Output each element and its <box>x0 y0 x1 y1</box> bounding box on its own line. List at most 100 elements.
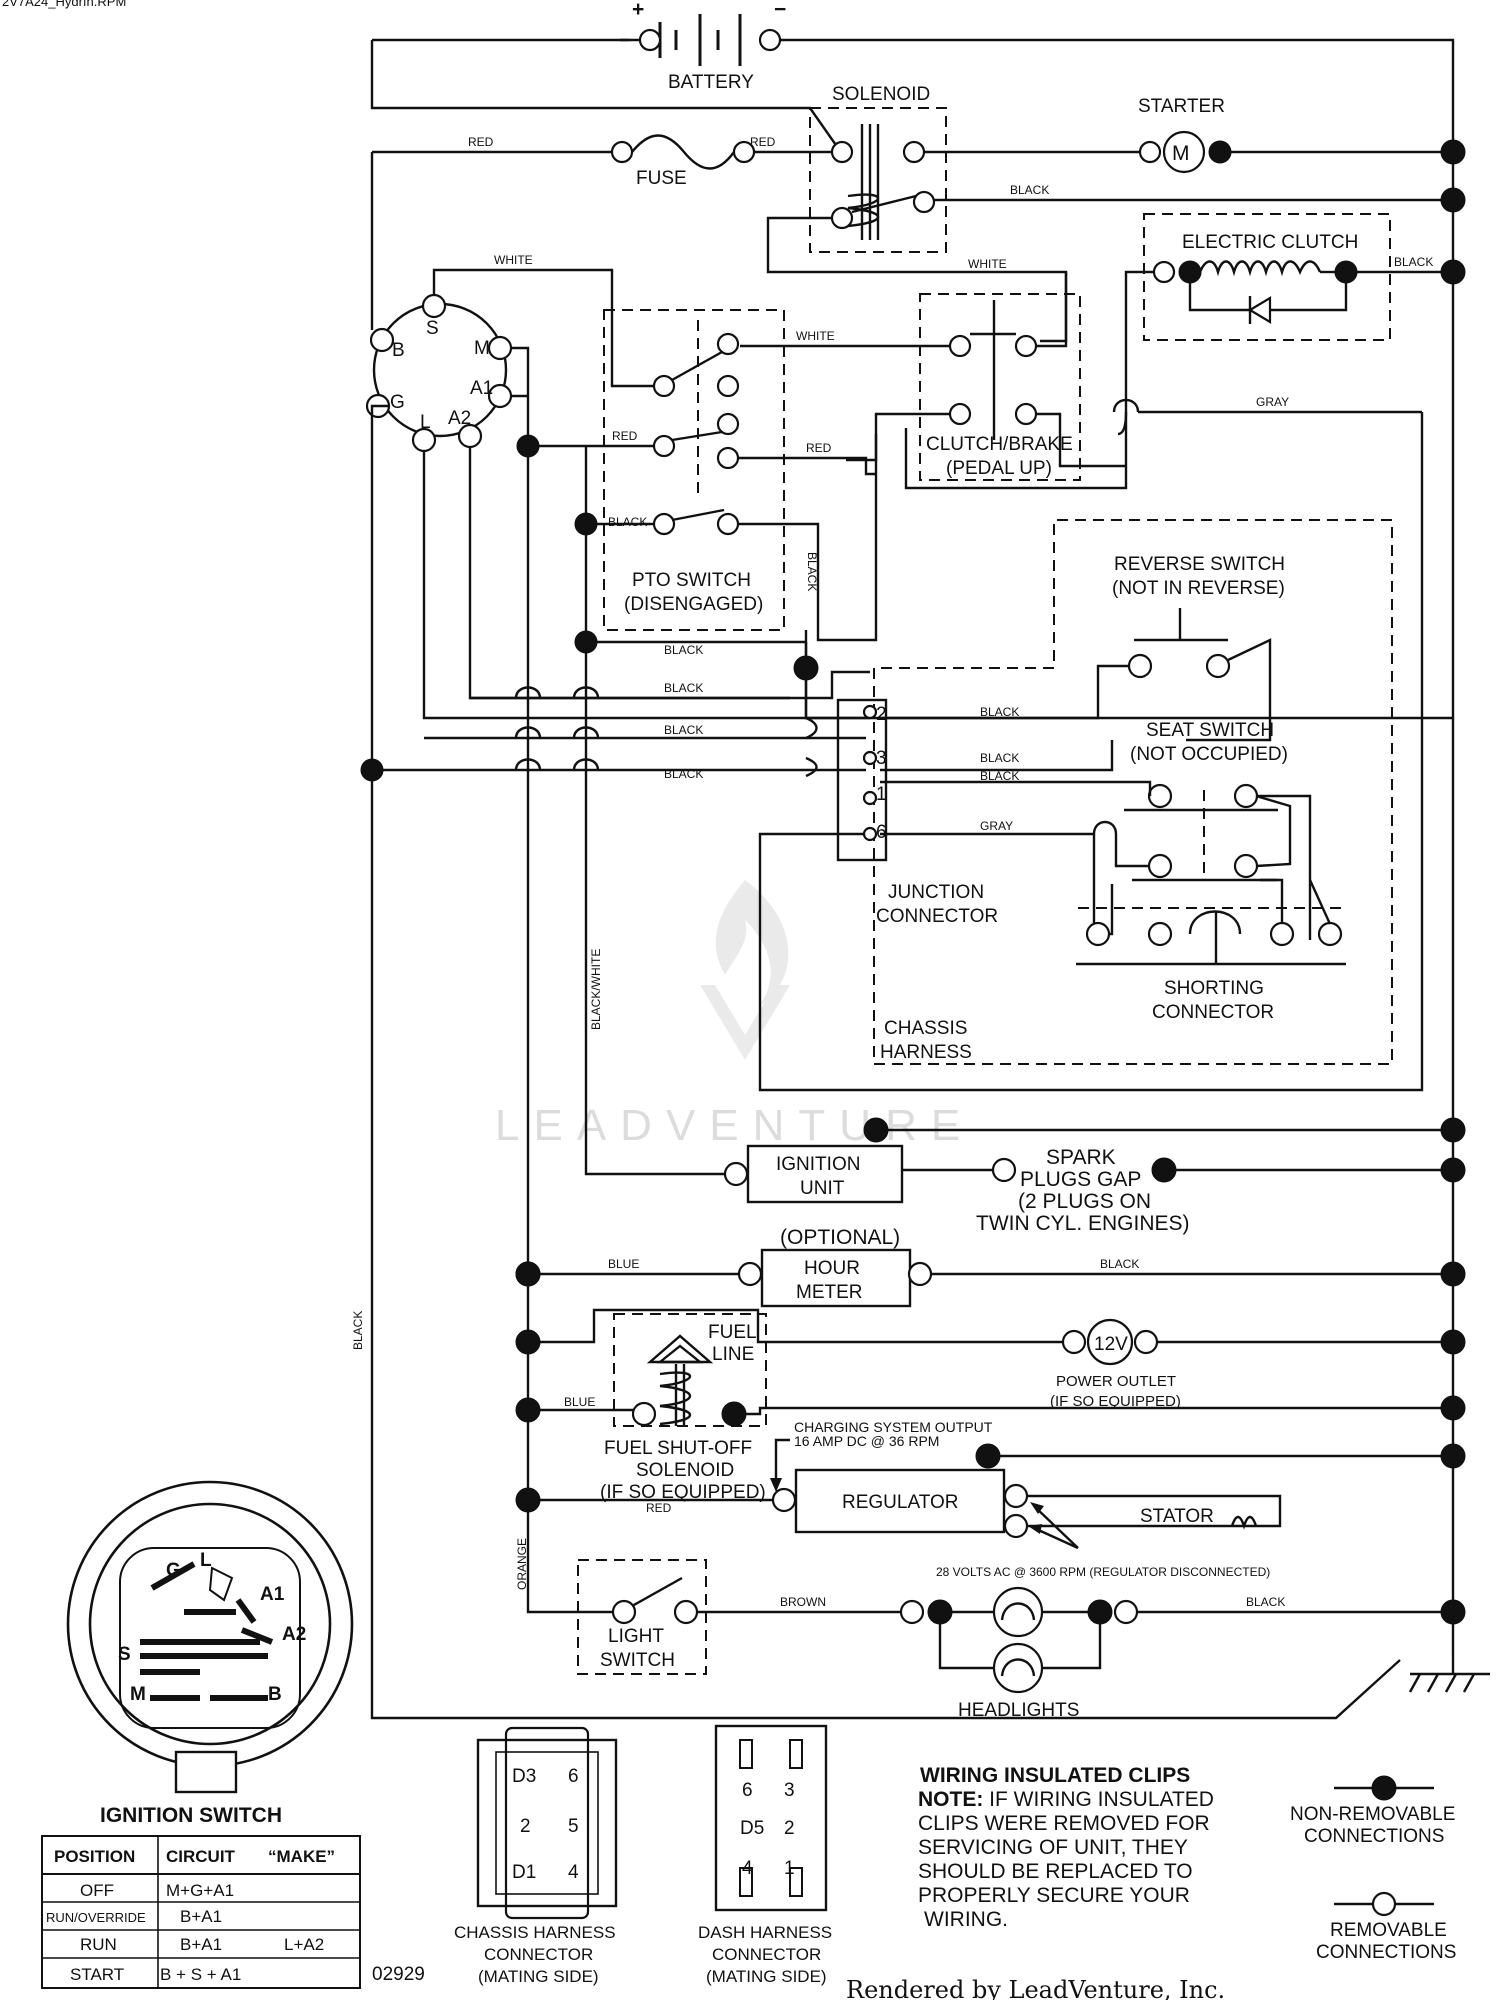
seat-switch-label-2: (NOT OCCUPIED) <box>1130 744 1288 765</box>
battery-plus: + <box>632 0 644 21</box>
svg-text:HOUR: HOUR <box>804 1258 860 1279</box>
stator: STATOR <box>1027 1494 1282 1530</box>
svg-text:RED: RED <box>468 135 494 149</box>
watermark: LEADVENTURE <box>495 1101 974 1150</box>
svg-text:G: G <box>166 1560 181 1581</box>
svg-text:HEADLIGHTS: HEADLIGHTS <box>958 1700 1079 1721</box>
svg-text:SHOULD BE REPLACED TO: SHOULD BE REPLACED TO <box>918 1860 1193 1883</box>
pto-switch-label: PTO SWITCH <box>632 570 751 591</box>
ignition-switch-face: G L A1 A2 S M B IGNITION SWITCH <box>66 1480 354 1827</box>
ignition-position-table: POSITION CIRCUIT “MAKE” OFF M+G+A1 RUN/O… <box>41 1835 361 1989</box>
optional-label: (OPTIONAL) <box>780 1226 900 1249</box>
svg-text:CHARGING SYSTEM OUTPUT: CHARGING SYSTEM OUTPUT <box>794 1419 993 1435</box>
svg-text:BROWN: BROWN <box>780 1595 826 1609</box>
headlights: HEADLIGHTS <box>899 1586 1139 1721</box>
svg-text:BLACK: BLACK <box>980 751 1019 765</box>
svg-text:LIGHT: LIGHT <box>608 1626 664 1647</box>
svg-text:L+A2: L+A2 <box>284 1935 324 1954</box>
svg-text:(MATING SIDE): (MATING SIDE) <box>478 1967 599 1986</box>
svg-text:CONNECTIONS: CONNECTIONS <box>1316 1942 1456 1963</box>
svg-text:L: L <box>200 1550 212 1571</box>
svg-text:M+G+A1: M+G+A1 <box>166 1881 234 1900</box>
ignition-unit-label: IGNITION <box>776 1154 860 1175</box>
svg-text:POSITION: POSITION <box>54 1847 135 1866</box>
battery-label: BATTERY <box>668 72 754 93</box>
reverse-switch: REVERSE SWITCH (NOT IN REVERSE) <box>1112 554 1285 679</box>
svg-text:RED: RED <box>612 429 638 443</box>
svg-text:M: M <box>130 1684 146 1705</box>
svg-text:CHASSIS HARNESS: CHASSIS HARNESS <box>454 1923 616 1942</box>
light-switch: LIGHT SWITCH <box>577 1559 707 1675</box>
svg-text:OFF: OFF <box>80 1881 114 1900</box>
svg-text:NOTE: IF WIRING INSULATED: NOTE: IF WIRING INSULATED <box>918 1788 1214 1811</box>
svg-text:B+A1: B+A1 <box>180 1935 222 1954</box>
svg-text:A1: A1 <box>470 378 493 399</box>
svg-text:PROPERLY SECURE YOUR: PROPERLY SECURE YOUR <box>918 1884 1190 1907</box>
svg-text:GRAY: GRAY <box>1256 395 1289 409</box>
clutch-brake-switch: CLUTCH/BRAKE (PEDAL UP) <box>919 293 1081 481</box>
power-outlet: 12V POWER OUTLET (IF SO EQUIPPED) <box>1050 1318 1181 1410</box>
svg-text:4: 4 <box>742 1858 753 1879</box>
svg-text:A1: A1 <box>260 1584 285 1605</box>
junction-connector: 2 3 1 6 JUNCTION CONNECTOR <box>836 698 998 927</box>
svg-text:LINE: LINE <box>712 1344 754 1365</box>
svg-text:CONNECTOR: CONNECTOR <box>712 1945 821 1964</box>
svg-text:WHITE: WHITE <box>796 329 835 343</box>
svg-text:28 VOLTS AC @ 3600 RPM (REGULA: 28 VOLTS AC @ 3600 RPM (REGULATOR DISCON… <box>936 1565 1270 1579</box>
corner-code: 2V7A24_Hydrfn.RPM <box>2 0 126 9</box>
seat-switch: SEAT SWITCH (NOT OCCUPIED) <box>1124 720 1288 882</box>
svg-text:CIRCUIT: CIRCUIT <box>166 1847 236 1866</box>
svg-text:B: B <box>392 340 405 361</box>
svg-text:BLACK: BLACK <box>1100 1257 1139 1271</box>
svg-text:L: L <box>420 412 431 433</box>
svg-text:A2: A2 <box>282 1624 306 1645</box>
reverse-switch-label: REVERSE SWITCH <box>1114 554 1285 575</box>
svg-text:G: G <box>390 392 405 413</box>
starter: M STARTER <box>1138 96 1232 174</box>
ignition-unit: IGNITION UNIT <box>723 1144 904 1204</box>
fuse: FUSE <box>610 134 756 189</box>
fuel-shutoff-solenoid: FUEL LINE FUEL SHUT-OFF SOLENOID (IF SO … <box>600 1313 767 1503</box>
chassis-harness-label: CHASSIS <box>884 1018 967 1039</box>
electric-clutch-label: ELECTRIC CLUTCH <box>1182 232 1358 253</box>
drawing-code: 02929 <box>372 1964 425 1985</box>
shorting-connector-label: SHORTING <box>1164 978 1264 999</box>
connection-legend: NON-REMOVABLE CONNECTIONS REMOVABLE CONN… <box>1290 1775 1456 1963</box>
svg-text:S: S <box>426 318 439 339</box>
svg-text:ORANGE: ORANGE <box>515 1538 529 1590</box>
svg-text:REGULATOR: REGULATOR <box>842 1492 959 1513</box>
svg-text:BLACK: BLACK <box>608 515 647 529</box>
seat-switch-label: SEAT SWITCH <box>1146 720 1274 741</box>
svg-text:(2 PLUGS ON: (2 PLUGS ON <box>1018 1190 1151 1213</box>
svg-text:BLUE: BLUE <box>608 1257 639 1271</box>
svg-text:BLACK: BLACK <box>664 643 703 657</box>
regulator: REGULATOR <box>771 1468 1029 1539</box>
svg-text:D3: D3 <box>512 1766 536 1787</box>
svg-text:DASH HARNESS: DASH HARNESS <box>698 1923 832 1942</box>
svg-text:RUN: RUN <box>80 1935 117 1954</box>
svg-text:(IF SO EQUIPPED): (IF SO EQUIPPED) <box>600 1482 766 1503</box>
clutch-brake-label: CLUTCH/BRAKE <box>926 434 1073 455</box>
starter-label: STARTER <box>1138 96 1225 117</box>
battery-minus: − <box>774 0 786 21</box>
svg-text:REMOVABLE: REMOVABLE <box>1330 1920 1447 1941</box>
svg-text:BLACK: BLACK <box>664 767 703 781</box>
svg-text:(IF SO EQUIPPED): (IF SO EQUIPPED) <box>1050 1393 1181 1410</box>
svg-text:6: 6 <box>742 1780 753 1801</box>
svg-text:D5: D5 <box>740 1818 764 1839</box>
svg-text:1: 1 <box>784 1858 795 1879</box>
solenoid-label: SOLENOID <box>832 84 930 105</box>
hour-meter: HOUR METER <box>737 1248 933 1308</box>
svg-text:BLACK: BLACK <box>1010 183 1049 197</box>
svg-text:BLACK: BLACK <box>980 705 1019 719</box>
svg-text:3: 3 <box>876 748 887 769</box>
svg-text:WIRING INSULATED CLIPS: WIRING INSULATED CLIPS <box>920 1764 1190 1787</box>
svg-text:WIRING.: WIRING. <box>924 1908 1008 1931</box>
svg-text:FUEL SHUT-OFF: FUEL SHUT-OFF <box>604 1438 752 1459</box>
svg-text:RED: RED <box>750 135 776 149</box>
svg-text:METER: METER <box>796 1282 863 1303</box>
svg-text:WHITE: WHITE <box>494 253 533 267</box>
svg-text:S: S <box>118 1644 131 1665</box>
svg-text:4: 4 <box>568 1862 579 1883</box>
